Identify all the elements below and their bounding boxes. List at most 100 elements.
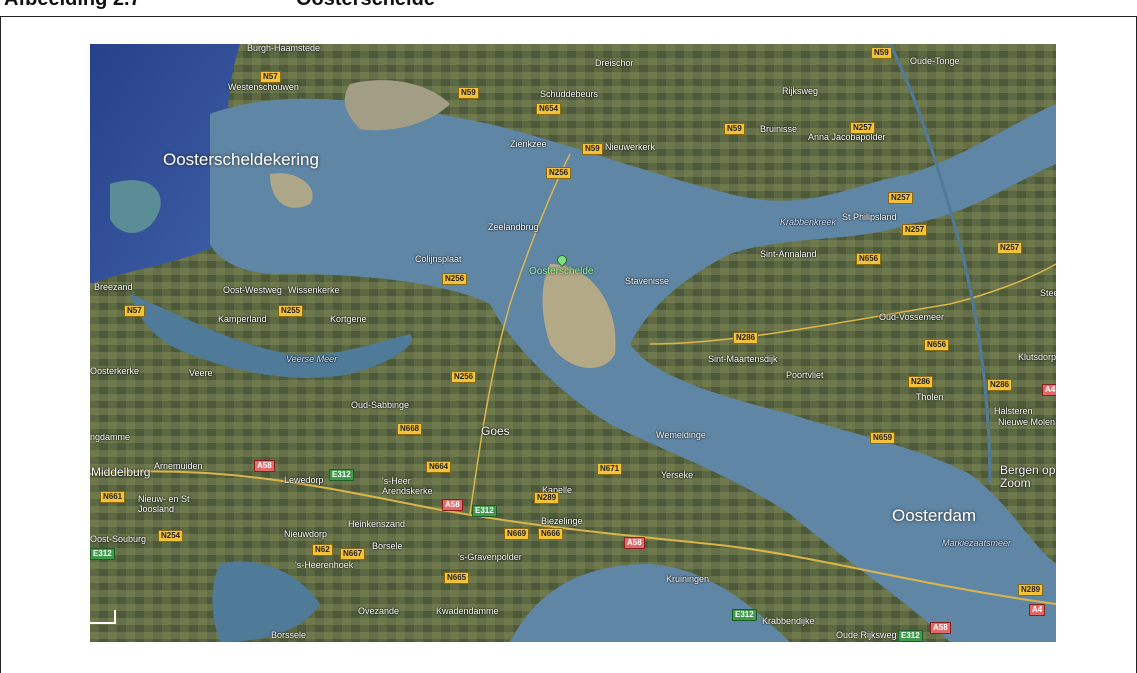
shoal-island — [542, 264, 616, 368]
place-label: Nieuwdorp — [284, 529, 328, 539]
road-shield: E312 — [732, 609, 757, 621]
harbour-water — [212, 561, 320, 642]
n256-road — [469, 153, 571, 515]
road-shield: N255 — [278, 305, 304, 317]
place-label: Bergen op Zoom — [1000, 463, 1056, 490]
frame-top-border — [0, 16, 1137, 17]
road-shield: N256 — [442, 273, 468, 285]
road-shield: E312 — [898, 630, 923, 642]
place-label: Markiezaatsmeer — [942, 538, 1012, 548]
place-label: Sint-Maartensdijk — [708, 354, 778, 364]
place-label: Oude Rijksweg — [836, 630, 897, 640]
road-shield: A58 — [442, 499, 463, 511]
frame-left-border — [0, 16, 1, 673]
place-label: Poortvliet — [786, 370, 824, 380]
place-label: Kwadendamme — [436, 606, 499, 616]
place-label: Oosterkerke — [90, 366, 140, 376]
place-label: Borsele — [372, 541, 403, 551]
road-shield: A58 — [930, 622, 951, 634]
place-label: Klutsdorp — [1018, 352, 1056, 362]
road-shield: N254 — [158, 530, 184, 542]
place-label: 's-Heer Arendskerke — [382, 476, 433, 496]
place-label: Biezelinge — [541, 516, 583, 526]
place-label: 's-Heerenhoek — [295, 560, 354, 570]
place-label: Middelburg — [91, 465, 151, 479]
road-shield: E312 — [90, 548, 115, 560]
place-label: Wemeldinge — [656, 430, 706, 440]
road-shield: N289 — [534, 492, 560, 504]
sand-flat — [344, 80, 450, 131]
road-shield: N289 — [1018, 584, 1044, 596]
road-shield: N257 — [888, 192, 914, 204]
place-label: Heinkenszand — [348, 519, 406, 529]
place-label: 's-Gravenpolder — [458, 552, 522, 562]
place-label: Stavenisse — [625, 276, 670, 286]
place-label: Burgh-Haamstede — [247, 44, 321, 53]
place-label: Tholen — [916, 392, 944, 402]
road-shield: N57 — [260, 71, 281, 83]
place-label: Halsteren — [994, 406, 1033, 416]
place-label: Ovezande — [358, 606, 400, 616]
road-shield: A4 — [1029, 604, 1046, 616]
figure-number: Afbeelding 2.7 — [4, 0, 296, 11]
place-label: Oude-Tonge — [910, 56, 960, 66]
a58-motorway — [90, 470, 1056, 605]
road-shield: N656 — [856, 253, 882, 265]
place-label: Yerseke — [661, 470, 694, 480]
place-label: Nieuwe Molen — [998, 417, 1056, 427]
place-label: Bruinisse — [760, 124, 798, 134]
place-label: Zeelandbrug — [488, 222, 539, 232]
road-shield: N665 — [444, 572, 470, 584]
place-label: Oost-Westweg — [223, 285, 282, 295]
place-label: Breezand — [94, 282, 133, 292]
road-shield: N57 — [124, 305, 145, 317]
road-shield: N256 — [546, 167, 572, 179]
figure-title: Oosterschelde — [296, 0, 435, 10]
place-label: Krabbenkreek — [780, 217, 837, 227]
road-shield: N62 — [312, 544, 333, 556]
road-shield: N654 — [536, 103, 562, 115]
road-shield: N59 — [582, 143, 603, 155]
veerse-meer-water — [130, 294, 412, 378]
place-label: Oud-Vossemeer — [879, 312, 945, 322]
place-label: Veere — [189, 368, 213, 378]
satellite-map[interactable]: Burgh-Haamstede Westenschouwen Dreischor… — [90, 44, 1056, 642]
road-shield: N257 — [850, 122, 876, 134]
place-label: Stee — [1040, 288, 1056, 298]
road-shield: A58 — [624, 537, 645, 549]
annotation-oosterscheldekering: Oosterscheldekering — [163, 150, 319, 169]
map-terrain — [90, 44, 1056, 642]
n656-road — [649, 263, 1056, 345]
road-shield: N664 — [426, 461, 452, 473]
place-label: Lewedorp — [284, 475, 324, 485]
road-shield: N671 — [597, 463, 623, 475]
road-shield: N659 — [870, 432, 896, 444]
place-label: Arnemuiden — [154, 461, 203, 471]
place-label: Oud-Sabbinge — [351, 400, 410, 410]
road-shield: E312 — [472, 505, 497, 517]
figure-caption: Afbeelding 2.7Oosterschelde — [4, 0, 435, 11]
place-label: Oost-Souburg — [90, 534, 147, 544]
road-shield: N59 — [871, 47, 892, 59]
marker-label: Oosterschelde — [529, 266, 594, 277]
road-shield: N59 — [724, 123, 745, 135]
road-shield: N286 — [908, 376, 934, 388]
place-label: Nieuw- en St Joosland — [138, 494, 190, 514]
annotation-oosterdam: Oosterdam — [892, 506, 977, 525]
road-shield: N661 — [100, 491, 126, 503]
oosterschelde-water — [210, 98, 1056, 642]
place-label: Kamperland — [218, 314, 267, 324]
place-label: Kapelle — [542, 485, 573, 495]
place-label: ngdamme — [90, 432, 131, 442]
road-shield: A4 — [1042, 384, 1056, 396]
place-label: Goes — [481, 424, 510, 438]
canal — [888, 44, 992, 485]
place-label: Kruiningen — [666, 574, 710, 584]
place-label: St Philipsland — [842, 212, 897, 222]
road-shield: N256 — [451, 371, 477, 383]
place-label: Anna Jacobapolder — [808, 132, 886, 142]
road-shield: N257 — [902, 224, 928, 236]
place-label: Borssele — [271, 630, 307, 640]
road-shield: E312 — [329, 469, 354, 481]
place-label: Veerse Meer — [286, 354, 338, 364]
